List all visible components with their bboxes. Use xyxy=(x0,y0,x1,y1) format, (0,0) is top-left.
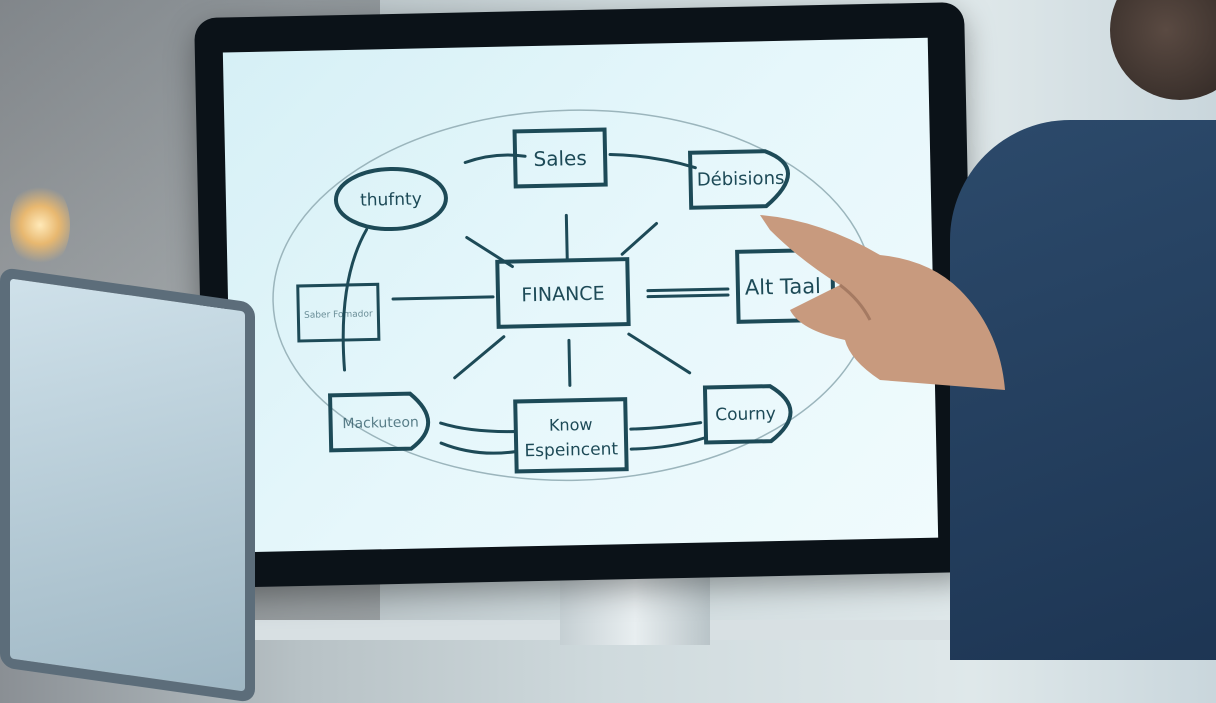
node-debisions: Débisions xyxy=(688,149,790,210)
laptop xyxy=(0,267,255,703)
node-mackuteon: Mackuteon xyxy=(328,391,430,453)
svg-text:Sales: Sales xyxy=(533,146,587,171)
svg-text:Know: Know xyxy=(549,415,593,435)
node-courny: Courny xyxy=(702,384,793,445)
node-saber-fomador: Saber Fomador xyxy=(296,282,381,343)
lamp-light xyxy=(10,180,70,270)
svg-text:Mackuteon: Mackuteon xyxy=(342,415,419,433)
svg-text:FINANCE: FINANCE xyxy=(521,283,605,307)
svg-text:Courny: Courny xyxy=(715,404,776,425)
svg-text:Débisions: Débisions xyxy=(697,168,785,191)
node-sales: Sales xyxy=(512,127,608,189)
node-finance: FINANCE xyxy=(495,257,631,329)
svg-text:thufnty: thufnty xyxy=(360,189,422,210)
person-head xyxy=(1110,0,1216,100)
svg-text:Saber Fomador: Saber Fomador xyxy=(304,309,373,320)
monitor-stand xyxy=(560,575,710,645)
node-know-espeincent: Know Espeincent xyxy=(513,397,629,474)
node-thufnty: thufnty xyxy=(333,167,448,232)
svg-text:Alt Taal: Alt Taal xyxy=(745,274,822,300)
node-alt-taal: Alt Taal xyxy=(735,247,836,324)
pointing-hand xyxy=(760,215,1005,390)
svg-text:Espeincent: Espeincent xyxy=(524,439,618,461)
person-arm-sleeve xyxy=(950,120,1216,660)
